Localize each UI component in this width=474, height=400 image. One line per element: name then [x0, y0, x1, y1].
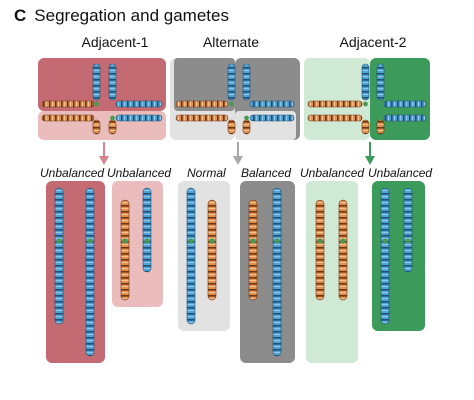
- gamete-label-2: Unbalanced: [107, 166, 172, 180]
- gamete-box-2: [112, 181, 163, 307]
- chromosome-blue: [92, 63, 101, 101]
- gamete-box-6: [372, 181, 425, 331]
- chromosome-orange: [92, 119, 101, 135]
- gamete-background: [178, 181, 230, 331]
- centromere: [122, 238, 128, 244]
- gamete-background: [240, 181, 295, 363]
- chromosome-orange: [361, 119, 370, 135]
- chromosome-orange: [376, 119, 385, 135]
- chromosome-orange: [338, 199, 348, 301]
- chromosome-blue: [115, 100, 163, 108]
- gamete-box-5: [306, 181, 358, 363]
- chromosome-orange: [307, 114, 363, 122]
- chromosome-blue: [249, 100, 295, 108]
- chromosome-blue: [115, 114, 163, 122]
- pairing-panel-alternate: [170, 58, 300, 140]
- chromosome-orange: [120, 199, 130, 301]
- centromere: [56, 238, 62, 244]
- gamete-label-1: Unbalanced: [40, 166, 105, 180]
- centromere: [110, 115, 115, 121]
- chromosome-orange: [227, 119, 236, 135]
- gamete-background: [112, 181, 163, 307]
- panel-dark-grey-upper: [174, 58, 235, 111]
- centromere: [209, 238, 215, 244]
- chromosome-blue: [380, 187, 390, 325]
- column-heading-alternate: Alternate: [202, 34, 260, 50]
- chromosome-orange: [108, 119, 117, 135]
- gamete-box-3: [178, 181, 230, 331]
- panel-letter: C: [14, 6, 27, 25]
- centromere: [274, 238, 280, 244]
- gamete-background: [306, 181, 358, 363]
- chromosome-orange: [41, 114, 95, 122]
- chromosome-orange: [175, 100, 229, 108]
- chromosome-orange: [315, 199, 325, 301]
- gamete-label-6: Unbalanced: [368, 166, 433, 180]
- chromosome-orange: [307, 100, 363, 108]
- arrow-adjacent-2: [365, 142, 375, 165]
- centromere: [94, 101, 99, 107]
- pairing-panel-adjacent-1: [38, 58, 166, 140]
- centromere: [405, 238, 411, 244]
- chromosome-orange: [242, 119, 251, 135]
- column-heading-adjacent-1: Adjacent-1: [81, 34, 149, 50]
- chromosome-blue: [403, 187, 413, 273]
- panel-upper-dark-red: [38, 58, 166, 111]
- centromere: [188, 238, 194, 244]
- arrow-adjacent-1: [99, 142, 109, 165]
- centromere: [87, 238, 93, 244]
- centromere: [244, 115, 249, 121]
- centromere: [382, 238, 388, 244]
- centromere: [250, 238, 256, 244]
- gamete-label-5: Unbalanced: [300, 166, 365, 180]
- panel-title-text: Segregation and gametes: [34, 6, 229, 25]
- chromosome-blue: [85, 187, 95, 357]
- gamete-box-1: [46, 181, 105, 363]
- gamete-label-3: Normal: [187, 166, 226, 180]
- chromosome-orange: [175, 114, 229, 122]
- chromosome-orange: [248, 199, 258, 301]
- panel-light-green: [304, 58, 370, 140]
- centromere: [378, 115, 383, 121]
- centromere: [229, 101, 234, 107]
- chromosome-blue: [383, 100, 427, 108]
- column-heading-adjacent-2: Adjacent-2: [339, 34, 407, 50]
- centromere: [144, 238, 150, 244]
- chromosome-blue: [272, 187, 282, 357]
- chromosome-blue: [142, 187, 152, 273]
- arrow-alternate: [233, 142, 243, 165]
- chromosome-blue: [186, 187, 196, 325]
- chromosome-blue: [383, 114, 427, 122]
- chromosome-blue: [361, 63, 370, 101]
- gamete-box-4: [240, 181, 295, 363]
- chromosome-orange: [41, 100, 95, 108]
- chromosome-orange: [207, 199, 217, 301]
- panel-title: C Segregation and gametes: [14, 6, 229, 26]
- chromosome-blue: [249, 114, 295, 122]
- chromosome-blue: [54, 187, 64, 325]
- gamete-background: [372, 181, 425, 331]
- chromosome-blue: [108, 63, 117, 101]
- chromosome-blue: [227, 63, 236, 101]
- pairing-panel-adjacent-2: [304, 58, 430, 140]
- gamete-label-4: Balanced: [241, 166, 292, 180]
- centromere: [317, 238, 323, 244]
- chromosome-blue: [376, 63, 385, 101]
- centromere: [340, 238, 346, 244]
- centromere: [363, 101, 368, 107]
- chromosome-blue: [242, 63, 251, 101]
